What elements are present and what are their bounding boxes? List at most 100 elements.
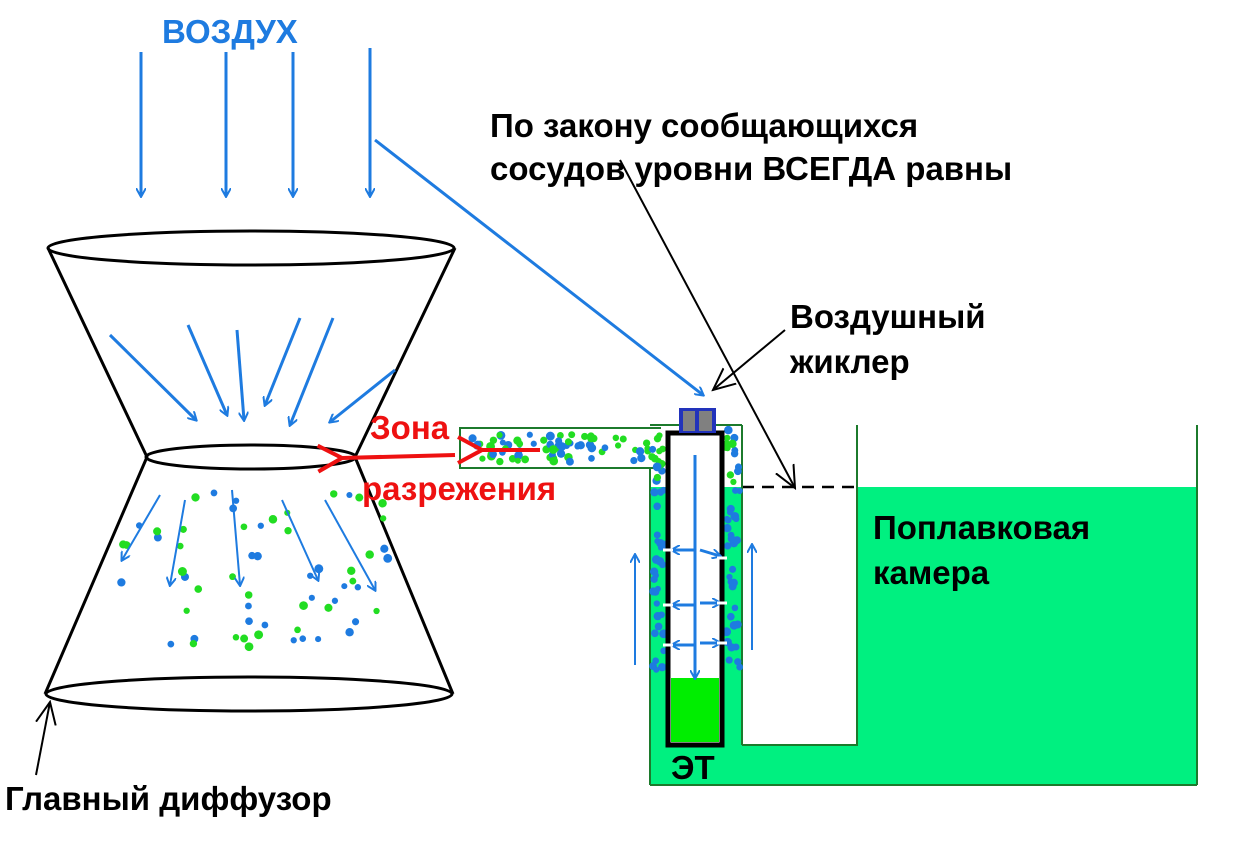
bubble xyxy=(373,607,380,615)
bubble xyxy=(630,456,638,465)
bubble xyxy=(723,515,731,523)
bubble xyxy=(729,620,739,630)
bubble xyxy=(308,594,315,601)
bubble xyxy=(650,488,659,497)
bubble xyxy=(653,612,662,621)
bubble xyxy=(724,444,731,452)
bubble xyxy=(299,635,307,642)
bubble xyxy=(244,642,254,652)
fuel-droplets xyxy=(117,489,393,652)
bubble xyxy=(261,621,269,629)
bubble xyxy=(194,585,203,593)
float-chamber-label-line2: камера xyxy=(873,554,990,591)
bubble xyxy=(496,457,504,466)
bubble xyxy=(728,439,737,448)
bubble xyxy=(232,634,240,641)
bubble xyxy=(730,450,739,458)
bubble xyxy=(189,640,198,648)
diffuser-pointer xyxy=(35,702,50,776)
bubble xyxy=(530,440,537,447)
bubble xyxy=(568,431,576,439)
bubble xyxy=(153,527,162,536)
main-diffuser-label: Главный диффузор xyxy=(5,780,332,817)
bubble xyxy=(177,567,187,576)
bubble xyxy=(254,630,264,640)
law-label-line2: сосудов уровни ВСЕГДА равны xyxy=(490,150,1013,187)
bubble xyxy=(365,550,374,559)
bubble xyxy=(176,542,184,550)
bubble xyxy=(565,457,574,466)
bubble xyxy=(614,442,622,449)
bubble xyxy=(191,493,200,502)
bubble xyxy=(653,473,662,482)
bubble xyxy=(245,617,253,626)
bubble xyxy=(516,440,524,448)
bubble xyxy=(556,449,566,458)
bubble xyxy=(379,515,387,522)
bubble xyxy=(726,612,735,621)
bubble xyxy=(548,445,558,454)
bubble xyxy=(727,534,736,543)
bubble xyxy=(637,453,646,463)
vacuum-label-line2: разрежения xyxy=(362,470,557,507)
bubble xyxy=(660,647,667,655)
bubble xyxy=(284,527,292,535)
bubble xyxy=(601,444,609,452)
bubble xyxy=(119,540,128,549)
bubble xyxy=(736,663,744,671)
bubble xyxy=(345,628,354,637)
bubble xyxy=(521,455,530,464)
bubble xyxy=(726,471,735,479)
bubble xyxy=(729,578,738,587)
bubble xyxy=(656,539,665,548)
bubble xyxy=(734,658,742,666)
bubble xyxy=(383,553,393,563)
bubble xyxy=(331,597,339,604)
bubble xyxy=(153,533,162,542)
bubble xyxy=(729,565,737,573)
bubble xyxy=(496,431,503,439)
bubble xyxy=(731,604,739,612)
bubble xyxy=(649,445,657,453)
bubble xyxy=(240,634,249,643)
bubble xyxy=(648,453,656,461)
bubble xyxy=(355,493,364,502)
bubble xyxy=(324,603,333,612)
bubble xyxy=(635,447,645,456)
bubble xyxy=(556,432,564,439)
bubble xyxy=(526,431,533,438)
bubble xyxy=(612,434,620,442)
bubble xyxy=(489,436,498,444)
bubble xyxy=(378,499,387,508)
bubble xyxy=(726,509,734,516)
bubble xyxy=(723,434,731,442)
bubble xyxy=(652,657,660,665)
bubble xyxy=(585,440,595,450)
bubble xyxy=(473,440,482,449)
bubble xyxy=(514,457,521,464)
bubble xyxy=(314,564,324,574)
bubble xyxy=(655,557,665,566)
bubble xyxy=(725,656,733,664)
bubble xyxy=(341,583,348,590)
bubble xyxy=(723,524,732,533)
bubble xyxy=(290,637,297,644)
bubble xyxy=(499,439,506,446)
bubble xyxy=(549,456,559,466)
bubble xyxy=(619,435,627,443)
bubble xyxy=(179,525,187,533)
bubble xyxy=(268,515,278,524)
bubble xyxy=(294,626,301,634)
bubble xyxy=(734,463,743,471)
bubble xyxy=(649,587,658,596)
bubble xyxy=(183,607,190,614)
bubble xyxy=(210,489,218,497)
bubble xyxy=(167,640,175,648)
bubble xyxy=(651,629,659,638)
bubble xyxy=(654,622,663,631)
level-pointer xyxy=(619,159,795,488)
air-flow-arrows xyxy=(108,48,703,590)
bubble xyxy=(248,551,256,560)
bubble xyxy=(299,601,308,610)
bubble xyxy=(726,573,733,581)
